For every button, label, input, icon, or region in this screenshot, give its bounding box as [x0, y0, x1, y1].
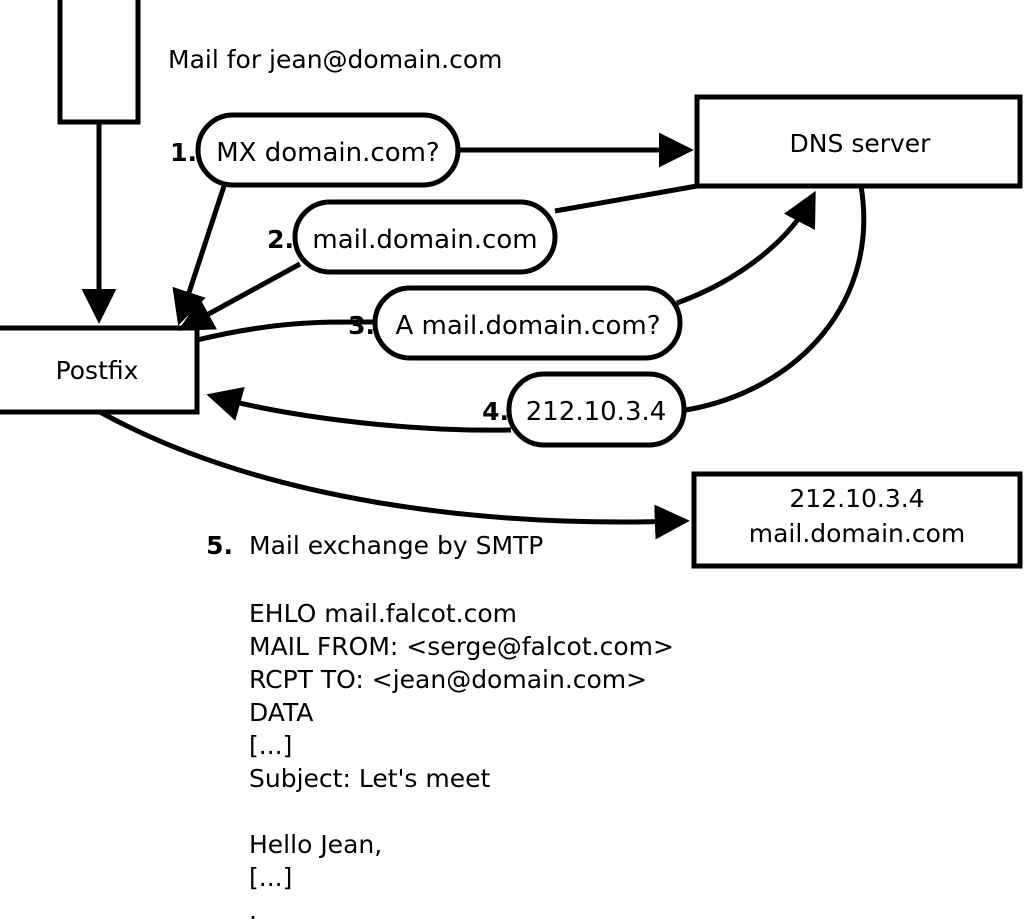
step5-label: Mail exchange by SMTP [249, 531, 543, 560]
step-number-4: 4. [482, 397, 509, 426]
smtp-line-rcpt-to: RCPT TO: <jean@domain.com> [249, 665, 647, 694]
edge-step3-bubble-to-dns [676, 190, 816, 306]
bubble-step1 [195, 112, 461, 188]
edge-step2-bubble-to-postfix [177, 261, 302, 331]
node-postfix-label: Postfix [56, 356, 139, 385]
node-dns-label: DNS server [790, 129, 932, 158]
edge-step4-dns-to-bubble [685, 185, 867, 413]
smtp-line-subject: Subject: Let's meet [249, 764, 490, 793]
node-mua-box [57, 0, 141, 125]
bubble-step4-label: 212.10.3.4 [526, 397, 667, 427]
edge-step2-dns-to-bubble [554, 183, 698, 214]
step-number-1: 1. [170, 138, 197, 167]
edge-step3-postfix-to-bubble [196, 319, 376, 343]
node-postfix-box [0, 325, 200, 415]
node-remote-mx-ip: 212.10.3.4 [789, 484, 924, 513]
smtp-line-mail-from: MAIL FROM: <serge@falcot.com> [249, 632, 674, 661]
bubble-step2 [292, 199, 558, 275]
bubble-step4 [506, 371, 687, 448]
edge-step4-bubble-to-postfix [206, 386, 512, 433]
bubble-step1-label: MX domain.com? [216, 138, 439, 168]
smtp-line-ehlo: EHLO mail.falcot.com [249, 599, 517, 628]
smtp-line-data: DATA [249, 698, 313, 727]
step-number-2: 2. [267, 225, 294, 254]
step-number-3: 3. [348, 311, 375, 340]
node-remote-mx-host: mail.domain.com [749, 519, 965, 548]
edge-step5-postfix-to-remote-mx [98, 409, 690, 540]
bubble-step3 [372, 285, 683, 361]
smtp-line-ellipsis-1: [...] [249, 731, 292, 760]
smtp-line-ellipsis-2: [...] [249, 863, 292, 892]
bubble-step2-label: mail.domain.com [312, 225, 537, 255]
node-dns-box [694, 94, 1023, 189]
mail-for-note: Mail for jean@domain.com [168, 45, 503, 74]
edge-step1-bubble-to-postfix [172, 182, 228, 326]
step-number-5: 5. [206, 531, 233, 560]
smtp-line-hello-jean: Hello Jean, [249, 830, 382, 859]
node-remote-mx-box [691, 471, 1023, 569]
smtp-line-terminator: . [249, 896, 257, 919]
bubble-step3-label: A mail.domain.com? [396, 311, 661, 341]
